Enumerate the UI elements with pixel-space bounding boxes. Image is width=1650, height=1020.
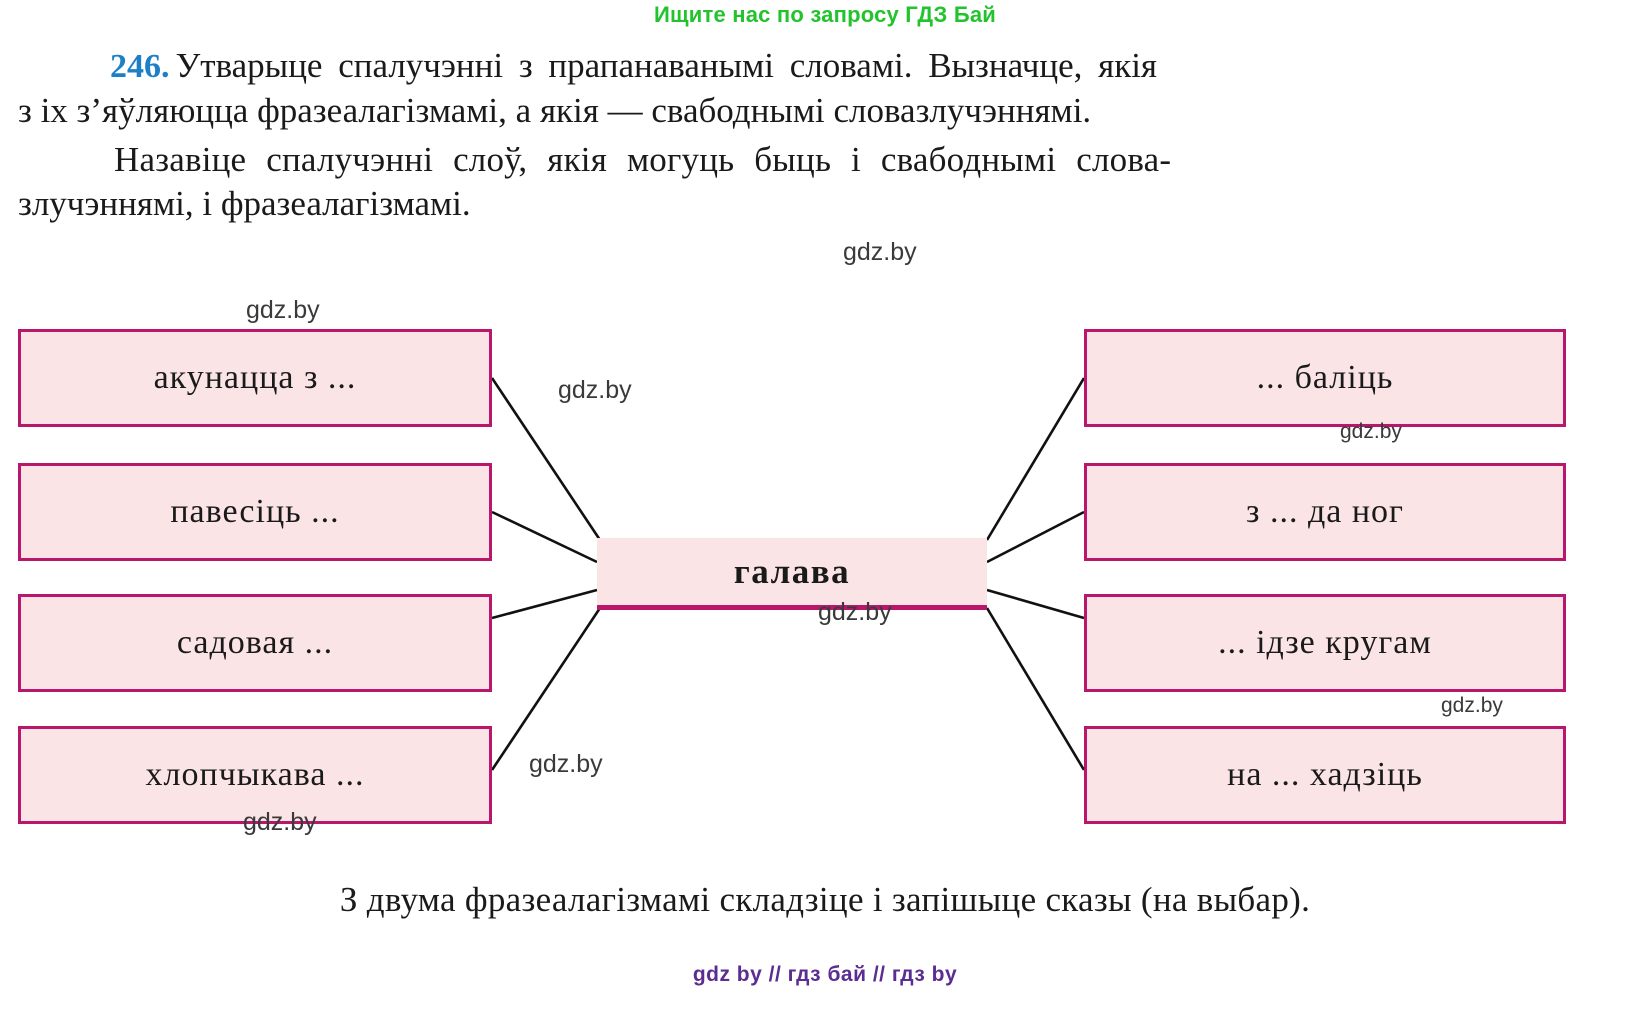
exercise-paragraph-2: Назавіце спалучэнні слоў, якія могуць бы… <box>18 138 1632 226</box>
connector-left-3 <box>491 588 598 620</box>
exercise-paragraph-1-line-2: з іх з’яўляюцца фразеалагізмамі, а якія … <box>18 90 1092 130</box>
diagram-node-left-3-label: садовая ... <box>176 624 334 661</box>
connector-left-1 <box>490 377 602 541</box>
connector-left-2 <box>491 510 598 564</box>
connector-right-1 <box>985 377 1086 541</box>
diagram-node-right-2-label: з ... да ног <box>1246 493 1404 530</box>
diagram-node-right-3-label: ... ідзе кругам <box>1218 624 1432 661</box>
diagram-node-right-1-label: ... баліць <box>1256 359 1394 396</box>
diagram-node-right-1[interactable]: ... баліць <box>1084 329 1566 427</box>
diagram-node-right-2[interactable]: з ... да ног <box>1084 463 1566 561</box>
footer-links: gdz by // гдз бай // гдз by <box>692 963 958 986</box>
watermark-2: gdz.by <box>843 238 917 266</box>
cluster-diagram: акунацца з ... павесіць ... садовая ... … <box>0 300 1650 860</box>
connector-left-4 <box>490 607 602 771</box>
exercise-paragraph-1-line-1: 246.Утварыце спалучэнні з прапанаванымі … <box>18 44 1632 89</box>
diagram-node-right-4[interactable]: на ... хадзіць <box>1084 726 1566 824</box>
promo-banner: Ищите нас по запросу ГДЗ Бай <box>653 2 996 27</box>
diagram-node-left-2-label: павесіць ... <box>170 493 340 530</box>
diagram-node-left-1[interactable]: акунацца з ... <box>18 329 492 427</box>
diagram-node-right-4-label: на ... хадзіць <box>1227 756 1423 793</box>
diagram-connectors <box>490 377 1086 771</box>
diagram-node-right-3[interactable]: ... ідзе кругам <box>1084 594 1566 692</box>
connector-right-4 <box>985 607 1086 771</box>
final-sentence: З двума фразеалагізмамі складзіце і запі… <box>339 880 1311 919</box>
diagram-node-left-1-label: акунацца з ... <box>153 359 357 396</box>
diagram-node-left-3[interactable]: садовая ... <box>18 594 492 692</box>
diagram-node-left-4[interactable]: хлопчыкава ... <box>18 726 492 824</box>
exercise-number: 246. <box>110 48 170 85</box>
diagram-node-left-2[interactable]: павесіць ... <box>18 463 492 561</box>
connector-right-2 <box>986 510 1085 564</box>
exercise-paragraph-2-line-1: Назавіце спалучэнні слоў, якія могуць бы… <box>114 139 1172 179</box>
exercise-paragraph-1-line-1-text: Утварыце спалучэнні з прапанаванымі слов… <box>175 46 1158 85</box>
connector-right-3 <box>986 588 1085 620</box>
diagram-node-left-4-label: хлопчыкава ... <box>145 756 365 793</box>
diagram-center-node[interactable]: галава <box>597 538 987 610</box>
exercise-paragraph-2-line-2: злучэннямі, і фразеалагізмамі. <box>18 184 471 224</box>
exercise-text-block: 246.Утварыце спалучэнні з прапанаванымі … <box>18 44 1632 226</box>
diagram-center-node-label: галава <box>733 551 851 591</box>
